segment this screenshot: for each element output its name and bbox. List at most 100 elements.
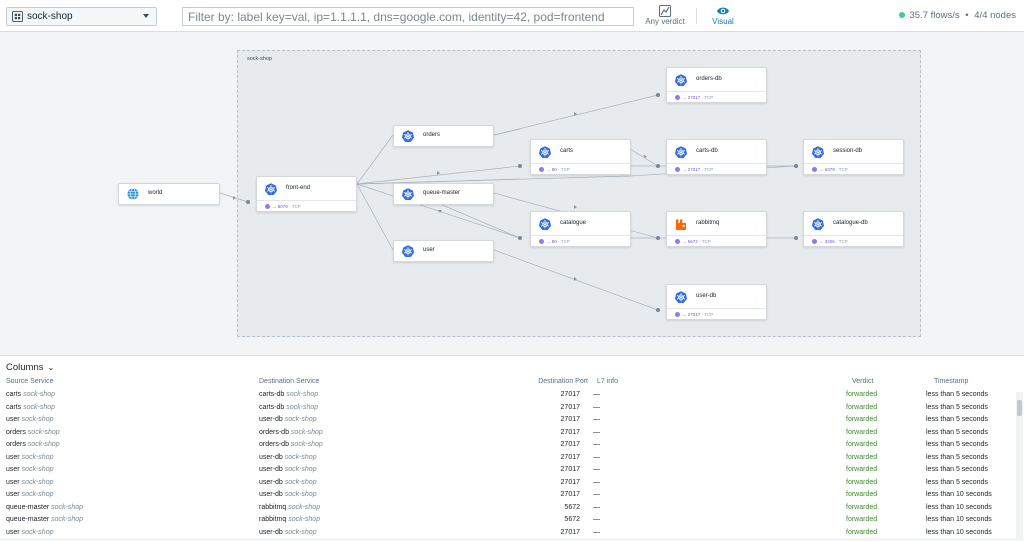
columns-label: Columns	[6, 362, 44, 373]
cell-timestamp: less than 10 seconds	[926, 529, 992, 536]
cell-timestamp: less than 5 seconds	[926, 391, 988, 398]
service-card-session-db[interactable]: session-db → 6379 · TCP	[803, 139, 904, 175]
table-row[interactable]: queue-master sock-shop rabbitmq sock-shop…	[0, 516, 1016, 529]
cell-timestamp: less than 5 seconds	[926, 429, 988, 436]
service-card-user-db[interactable]: user-db → 27017 · TCP	[666, 284, 767, 320]
scrollbar-thumb[interactable]	[1017, 400, 1022, 416]
rabbitmq-icon	[675, 218, 687, 230]
cell-source: user sock-shop	[6, 416, 53, 423]
table-row[interactable]: orders sock-shop orders-db sock-shop 27017…	[0, 429, 1016, 442]
port-dot-icon	[265, 204, 270, 209]
cell-l7: —	[593, 504, 600, 511]
service-title: rabbitmq	[696, 220, 719, 226]
cell-port: 27017	[561, 441, 580, 448]
service-title: user-db	[696, 293, 716, 299]
edge-orders-carts-db	[494, 129, 520, 135]
service-card-rabbitmq[interactable]: rabbitmq → 5672 · TCP	[666, 211, 767, 247]
service-card-carts-db[interactable]: carts-db → 27017 · TCP	[666, 139, 767, 175]
cell-port: 27017	[561, 429, 580, 436]
cell-destination: rabbitmq sock-shop	[259, 516, 320, 523]
edge-endpoint	[518, 236, 522, 240]
header-timestamp[interactable]: Timestamp	[934, 378, 968, 385]
cell-source: orders sock-shop	[6, 429, 60, 436]
edge-endpoint	[794, 236, 798, 240]
edge-queue-master-catalogue	[440, 204, 520, 238]
namespace-select-value: sock-shop	[27, 11, 73, 22]
columns-button[interactable]: Columns⌄	[6, 362, 54, 373]
cell-timestamp: less than 5 seconds	[926, 479, 988, 486]
service-port: → 8079 · TCP	[265, 204, 301, 209]
cell-destination: user-db sock-shop	[259, 491, 317, 498]
cell-destination: orders-db sock-shop	[259, 429, 323, 436]
service-card-world[interactable]: world	[118, 183, 220, 205]
visual-view-button[interactable]: Visual	[703, 5, 743, 29]
service-card-catalogue[interactable]: catalogue → 80 · TCP	[530, 211, 631, 247]
edge-front-end-orders	[357, 135, 393, 184]
port-dot-icon	[539, 239, 544, 244]
header-verdict[interactable]: Verdict	[852, 378, 873, 385]
cell-l7: —	[593, 479, 600, 486]
filter-input[interactable]	[182, 7, 634, 26]
namespace-select[interactable]: sock-shop	[6, 7, 157, 26]
header-port[interactable]: Destination Port	[538, 378, 588, 385]
service-card-catalogue-db[interactable]: catalogue-db → 3306 · TCP	[803, 211, 904, 247]
edge-user-user-db	[494, 250, 658, 310]
kubernetes-icon	[675, 146, 687, 158]
header-l7[interactable]: L7 info	[597, 378, 618, 385]
cell-verdict: forwarded	[846, 466, 877, 473]
kubernetes-icon	[812, 146, 824, 158]
service-card-user[interactable]: user	[393, 240, 494, 262]
cell-l7: —	[593, 404, 600, 411]
kubernetes-icon	[402, 188, 414, 200]
service-card-carts[interactable]: carts → 80 · TCP	[530, 139, 631, 175]
cell-source: user sock-shop	[6, 529, 53, 536]
cell-port: 5672	[564, 516, 580, 523]
cell-destination: carts-db sock-shop	[259, 404, 318, 411]
port-dot-icon	[812, 167, 817, 172]
cell-destination: orders-db sock-shop	[259, 441, 323, 448]
cell-l7: —	[593, 529, 600, 536]
kubernetes-icon	[402, 130, 414, 142]
port-dot-icon	[812, 239, 817, 244]
cell-verdict: forwarded	[846, 491, 877, 498]
cell-destination: user-db sock-shop	[259, 479, 317, 486]
world-icon	[127, 188, 139, 200]
cell-verdict: forwarded	[846, 416, 877, 423]
service-title: orders	[423, 132, 440, 138]
kubernetes-icon	[539, 218, 551, 230]
edge-arrow	[574, 205, 577, 209]
scrollbar[interactable]	[1016, 392, 1023, 539]
cell-destination: carts-db sock-shop	[259, 391, 318, 398]
header-destination[interactable]: Destination Service	[259, 378, 319, 385]
service-card-orders-db[interactable]: orders-db → 27017 · TCP	[666, 67, 767, 103]
cell-destination: user-db sock-shop	[259, 416, 317, 423]
table-header: Source Service Destination Service Desti…	[0, 378, 1024, 390]
kubernetes-icon	[675, 291, 687, 303]
cell-l7: —	[593, 429, 600, 436]
service-card-front-end[interactable]: front-end → 8079 · TCP	[256, 176, 357, 212]
edge-arrow	[438, 210, 442, 213]
service-map[interactable]: sock-shop	[0, 33, 1024, 349]
cell-source: queue-master sock-shop	[6, 516, 83, 523]
service-title: carts-db	[696, 148, 718, 154]
cell-verdict: forwarded	[846, 504, 877, 511]
header-source[interactable]: Source Service	[6, 378, 53, 385]
service-card-orders[interactable]: orders	[393, 125, 494, 147]
cell-port: 27017	[561, 416, 580, 423]
cell-verdict: forwarded	[846, 391, 877, 398]
service-card-queue-master[interactable]: queue-master	[393, 183, 494, 205]
verdict-filter-button[interactable]: Any verdict	[640, 5, 690, 29]
service-port: → 80 · TCP	[539, 239, 570, 244]
cell-port: 27017	[561, 529, 580, 536]
service-port: → 27017 · TCP	[675, 312, 713, 317]
